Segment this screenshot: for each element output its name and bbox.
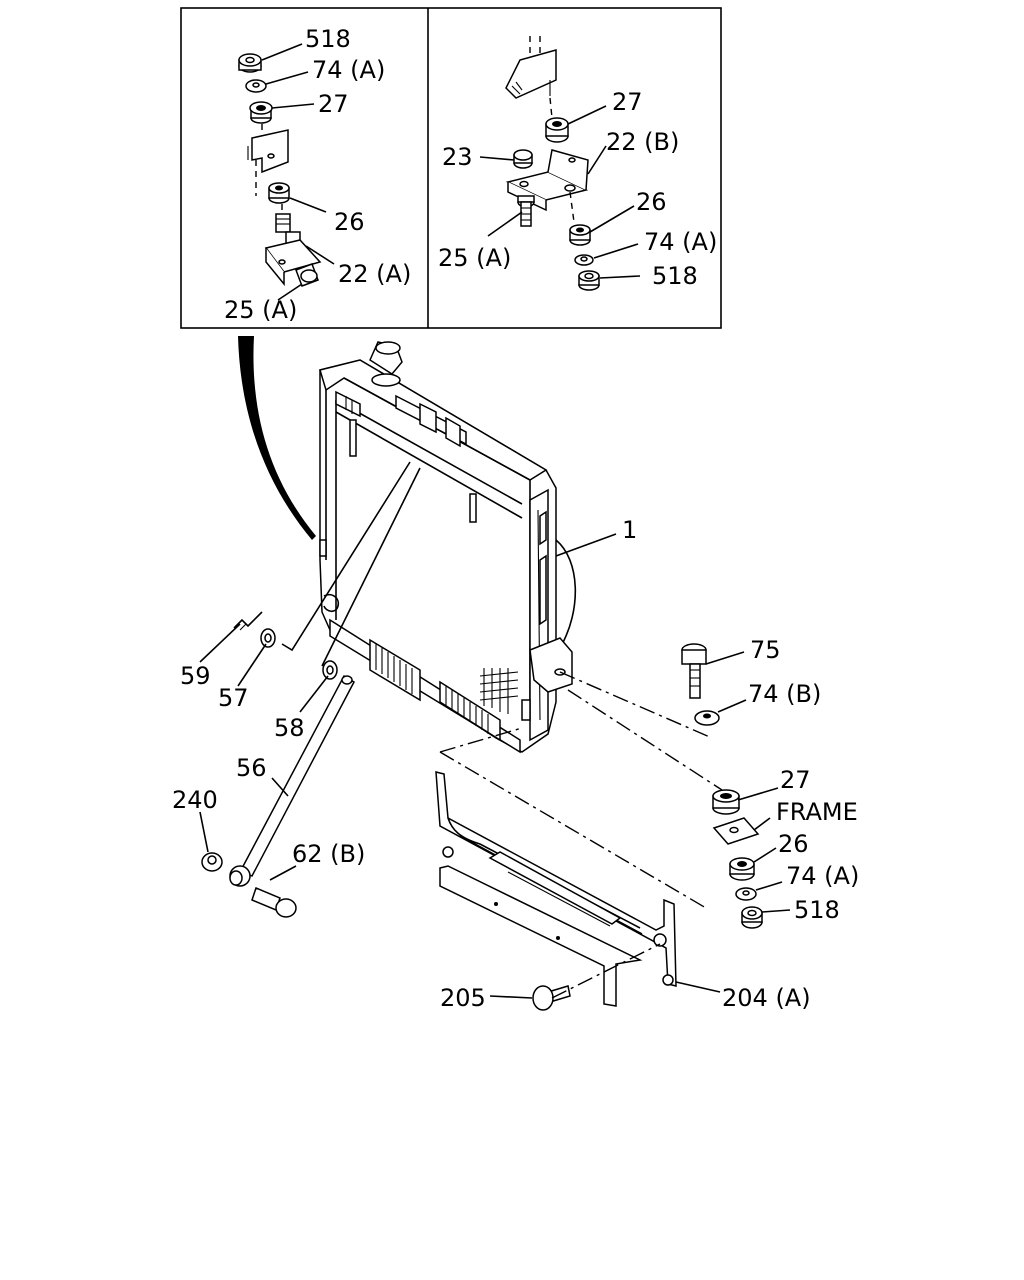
nut-240-icon — [201, 852, 223, 872]
washer-58-icon — [322, 660, 338, 680]
callout-518: 518 — [652, 262, 698, 290]
bracket-upper-icon — [247, 129, 289, 174]
stay-rod-56-icon — [229, 674, 355, 887]
callout-518: 518 — [794, 896, 840, 924]
callout-75: 75 — [750, 636, 781, 664]
callout-205: 205 — [440, 984, 486, 1012]
callout-27: 27 — [780, 766, 811, 794]
callout-frame: FRAME — [776, 798, 858, 826]
callout-22a: 22 (A) — [338, 260, 411, 288]
callout-27: 27 — [318, 90, 349, 118]
cushion-26-icon — [268, 182, 290, 204]
callout-204a: 204 (A) — [722, 984, 811, 1012]
callout-26: 26 — [334, 208, 365, 236]
nut-518-icon — [578, 270, 600, 291]
detail-inset-frame — [180, 7, 722, 329]
callout-518: 518 — [305, 25, 351, 53]
callout-27: 27 — [612, 88, 643, 116]
callout-59: 59 — [180, 662, 211, 690]
callout-74a: 74 (A) — [312, 56, 385, 84]
callout-23: 23 — [442, 143, 473, 171]
bolt-25a-icon — [295, 263, 319, 287]
radiator-cap-icon — [369, 341, 403, 387]
callout-240: 240 — [172, 786, 218, 814]
cushion-26-icon — [569, 224, 591, 246]
detail-b-callouts: 27 23 22 (B) 26 25 (A) 74 (A) 518 — [438, 88, 717, 290]
callout-57: 57 — [218, 684, 249, 712]
callout-74a: 74 (A) — [644, 228, 717, 256]
nut-23-icon — [513, 149, 533, 169]
cushion-27-icon — [249, 101, 273, 124]
detail-a-callouts: 518 74 (A) 27 26 22 (A) 25 (A) — [224, 25, 411, 324]
washer-74b-icon — [694, 710, 720, 726]
callout-25a: 25 (A) — [224, 296, 297, 324]
detail-a-mount-parts — [238, 53, 322, 287]
bracket-22b-icon — [505, 149, 589, 212]
callout-56: 56 — [236, 754, 267, 782]
callout-58: 58 — [274, 714, 305, 742]
callout-26: 26 — [636, 188, 667, 216]
detail-a-leaders — [261, 43, 335, 301]
washer-57-icon — [260, 628, 276, 648]
callout-1: 1 — [622, 516, 637, 544]
callout-74a: 74 (A) — [786, 862, 859, 890]
radiator-assembly — [319, 341, 577, 754]
clip-59-icon — [233, 611, 263, 631]
callout-25a: 25 (A) — [438, 244, 511, 272]
bolt-205-icon — [532, 985, 571, 1011]
bolt-62b-icon — [251, 886, 297, 918]
stay-rod-assembly — [201, 461, 421, 918]
callout-62b: 62 (B) — [292, 840, 365, 868]
washer-74a-icon — [735, 887, 757, 901]
frame-member-icon — [505, 36, 557, 99]
main-callouts: 1 59 57 58 56 240 62 (B) 75 74 (B) 27 FR… — [172, 516, 859, 1012]
right-mount-parts — [681, 643, 763, 929]
callout-22b: 22 (B) — [606, 128, 679, 156]
detail-inset — [180, 7, 722, 329]
detail-reference-arrow — [238, 336, 316, 540]
bolt-75-icon — [681, 643, 707, 699]
cushion-27-icon — [712, 789, 740, 815]
frame-plate-icon — [712, 817, 760, 845]
stud-bracket-22a-icon — [264, 213, 322, 287]
washer-74a-icon — [245, 79, 267, 93]
assembly-centerlines — [439, 671, 723, 999]
detail-b-leaders — [479, 105, 641, 279]
detail-b-mount-parts — [505, 36, 600, 291]
callout-74b: 74 (B) — [748, 680, 821, 708]
bolt-25a-icon — [517, 195, 535, 227]
cushion-27-icon — [545, 117, 569, 143]
lower-support-bracket — [435, 771, 677, 1007]
main-leaders — [199, 533, 791, 999]
nut-518-icon — [238, 53, 262, 73]
washer-74a-icon — [574, 254, 594, 266]
nut-518-icon — [741, 906, 763, 929]
cushion-26-icon — [729, 857, 755, 881]
callout-26: 26 — [778, 830, 809, 858]
